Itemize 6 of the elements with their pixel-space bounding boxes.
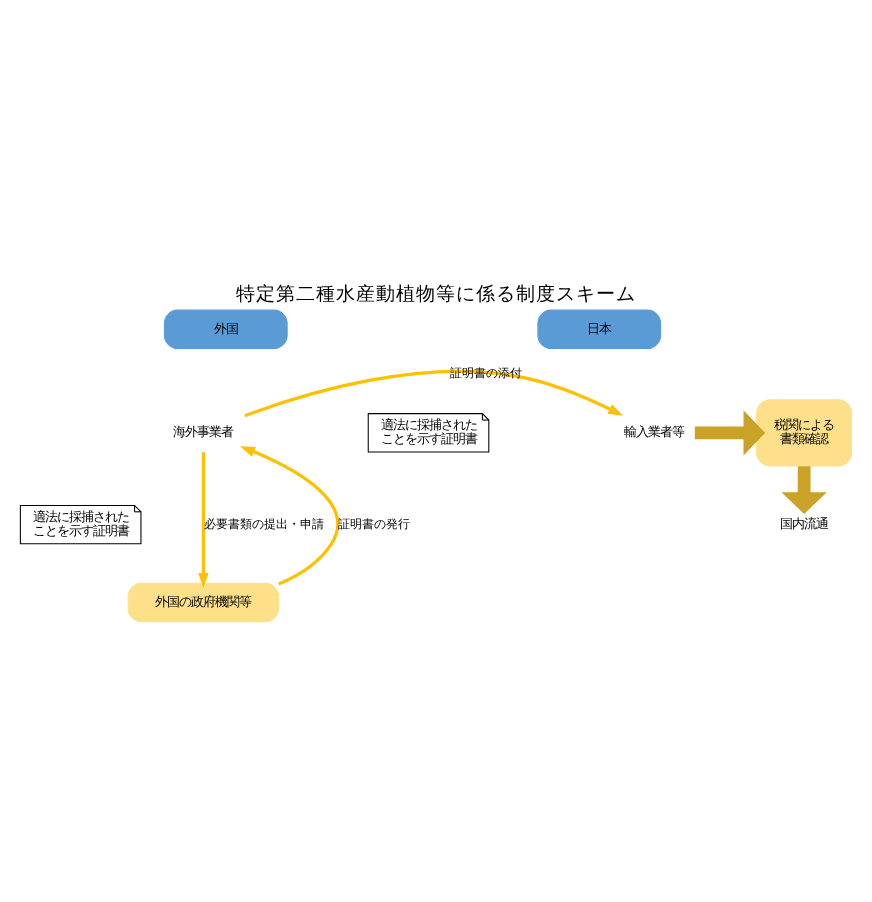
arrow (781, 466, 827, 514)
diagram-title: 特定第二種水産動植物等に係る制度スキーム (236, 283, 636, 306)
arrow (240, 446, 340, 586)
arrow (198, 452, 209, 589)
arrow (694, 410, 766, 456)
arrow (244, 370, 624, 418)
